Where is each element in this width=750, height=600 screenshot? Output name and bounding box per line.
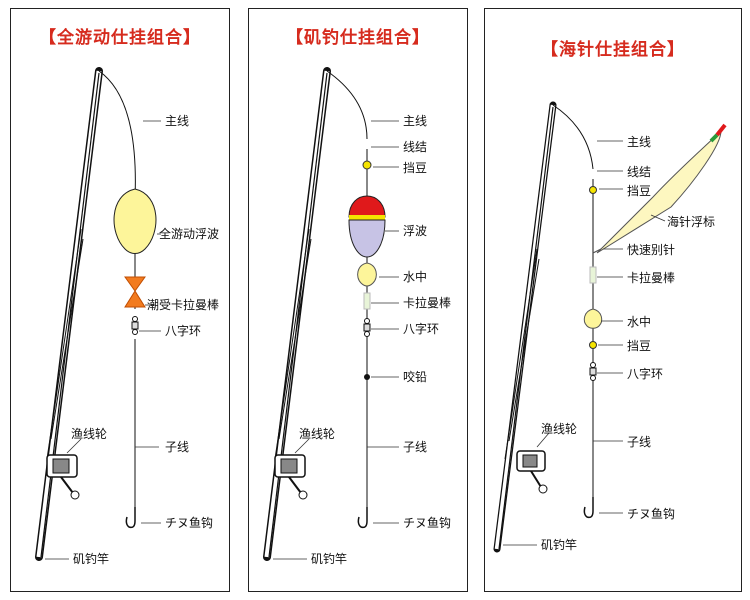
label-split-shot: 咬铅 — [403, 370, 428, 384]
stopper-bead-icon — [589, 341, 597, 349]
label-knot: 线结 — [627, 165, 652, 179]
label-rod: 矶钓竿 — [73, 552, 110, 566]
label-main-line: 主线 — [403, 114, 428, 128]
split-shot-icon — [364, 374, 370, 380]
fishing-rod-icon — [493, 101, 557, 553]
float-icon — [113, 188, 157, 254]
label-sinker-float: 水中 — [627, 315, 652, 329]
label-main-line: 主线 — [627, 135, 652, 149]
label-float: 浮波 — [403, 224, 428, 238]
panel-title-text: 海针仕挂组合 — [559, 40, 667, 60]
label-reel: 渔线轮 — [541, 422, 578, 436]
panel-title-text: 矶钓仕挂组合 — [304, 28, 412, 48]
label-leader-lines — [273, 120, 399, 560]
label-leader-lines — [503, 140, 666, 546]
rattle-icon — [363, 292, 371, 310]
main-line — [326, 70, 368, 140]
label-needle-float: 海针浮标 — [667, 215, 716, 229]
swivel-icon — [363, 318, 371, 337]
bracket-left: 【 — [541, 40, 559, 60]
bracket-right: 】 — [412, 28, 430, 48]
label-snap: 快速别针 — [627, 243, 676, 257]
label-stopper-bottom: 挡豆 — [627, 339, 652, 353]
panel-title: 【全游动仕挂组合】 — [11, 23, 229, 48]
label-leader: 子线 — [165, 440, 190, 454]
bracket-left: 【 — [39, 28, 57, 48]
spinning-reel-icon — [274, 454, 308, 500]
bracket-left: 【 — [286, 28, 304, 48]
label-rattle: 卡拉曼棒 — [403, 296, 452, 310]
rattle-icon — [124, 276, 146, 308]
label-rod: 矶钓竿 — [311, 552, 348, 566]
label-swivel: 八字环 — [627, 367, 664, 381]
label-leader: 子线 — [403, 440, 428, 454]
label-reel: 渔线轮 — [299, 427, 336, 441]
label-swivel: 八字环 — [165, 324, 202, 338]
label-hook: チヌ鱼钩 — [165, 516, 214, 530]
sinker-float-icon — [357, 262, 377, 287]
float-icon — [348, 195, 386, 258]
label-leader-lines — [45, 120, 161, 560]
panel-rock-fishing-rig: 【矶钓仕挂组合】 — [248, 8, 468, 592]
hook-icon — [357, 507, 368, 529]
main-line — [552, 104, 594, 170]
bracket-right: 】 — [667, 40, 685, 60]
hook-icon — [125, 507, 136, 529]
rattle-icon — [589, 266, 597, 284]
rig-drawing — [263, 67, 399, 561]
spinning-reel-icon — [46, 454, 80, 500]
label-rod: 矶钓竿 — [541, 538, 578, 552]
label-rattle: 卡拉曼棒 — [627, 271, 676, 285]
bracket-right: 】 — [183, 28, 201, 48]
fishing-rod-icon — [263, 67, 331, 561]
label-rattle: 潮受卡拉曼棒 — [147, 298, 220, 312]
label-hook: チヌ鱼钩 — [403, 516, 452, 530]
panel-title: 【矶钓仕挂组合】 — [249, 23, 467, 48]
snap-icon — [592, 248, 602, 254]
spinning-reel-icon — [516, 450, 548, 494]
hook-icon — [583, 497, 594, 519]
fishing-rod-icon — [35, 67, 103, 561]
label-stopper-top: 挡豆 — [627, 184, 652, 198]
panel-title: 【海针仕挂组合】 — [485, 35, 741, 60]
needle-float-icon — [596, 123, 727, 254]
panel-full-floating-rig: 【全游动仕挂组合】 — [10, 8, 230, 592]
panel-title-text: 全游动仕挂组合 — [57, 28, 183, 48]
label-leader: 子线 — [627, 435, 652, 449]
label-sinker-float: 水中 — [403, 270, 428, 284]
main-line — [98, 70, 136, 200]
label-knot: 线结 — [403, 140, 428, 154]
rig-drawing — [493, 101, 727, 553]
swivel-icon — [589, 362, 597, 381]
swivel-icon — [131, 316, 139, 335]
panel-needle-float-rig: 【海针仕挂组合】 — [484, 8, 742, 592]
label-float: 全游动浮波 — [159, 227, 220, 241]
label-stopper: 挡豆 — [403, 161, 428, 175]
sinker-float-icon — [583, 308, 603, 329]
label-reel: 渔线轮 — [71, 427, 108, 441]
label-swivel: 八字环 — [403, 322, 440, 336]
stopper-bead-icon — [362, 160, 372, 170]
rig-drawing — [35, 67, 161, 561]
label-main-line: 主线 — [165, 114, 190, 128]
label-hook: チヌ鱼钩 — [627, 507, 676, 521]
stopper-bead-icon — [589, 186, 597, 194]
